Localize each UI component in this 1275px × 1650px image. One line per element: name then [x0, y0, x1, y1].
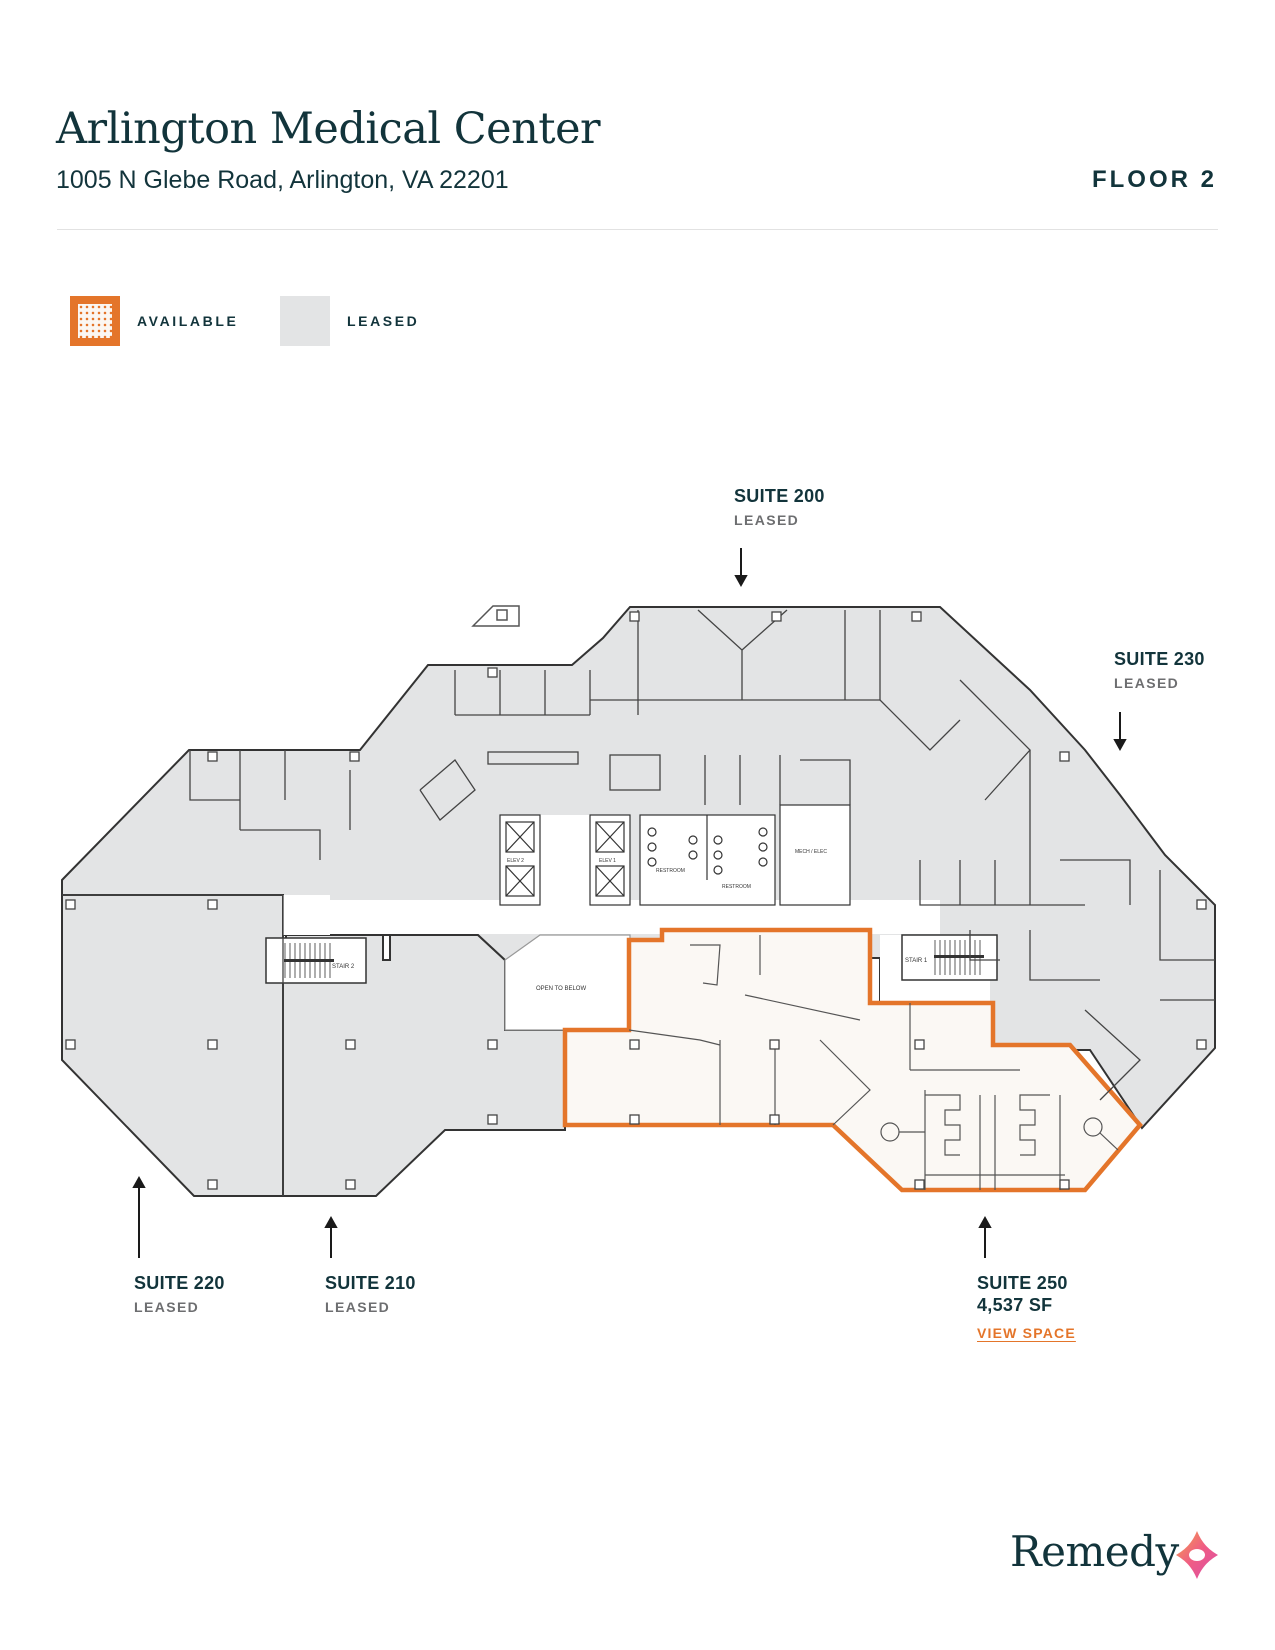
- stair-2: STAIR 2: [265, 937, 367, 984]
- open-to-below: [504, 934, 631, 1031]
- stair-1: STAIR 1: [901, 934, 998, 981]
- suite-220-area[interactable]: [61, 894, 284, 1197]
- page-title: Arlington Medical Center: [56, 104, 601, 154]
- suite-230-status: LEASED: [1114, 675, 1180, 691]
- elev-2-label: ELEV 2: [507, 858, 524, 864]
- view-space-link[interactable]: VIEW SPACE: [977, 1325, 1076, 1341]
- suite-210-status: LEASED: [325, 1299, 391, 1315]
- mech-label: MECH / ELEC: [795, 849, 827, 855]
- suite-200-name[interactable]: SUITE 200: [734, 486, 825, 506]
- suite-250-area[interactable]: [562, 927, 1143, 1193]
- suite-200-status: LEASED: [734, 512, 800, 528]
- building-address: 1005 N Glebe Road, Arlington, VA 22201: [56, 166, 509, 194]
- mech-elec-room: MECH / ELEC: [779, 804, 851, 906]
- stair-2-label: STAIR 2: [332, 964, 355, 970]
- suite-arrows: [132, 548, 1127, 1258]
- elevator-1: ELEV 1: [589, 814, 631, 906]
- suite-250-area-label: 4,537 SF: [977, 1295, 1053, 1315]
- stair-1-label: STAIR 1: [905, 958, 928, 964]
- restroom-a-label: RESTROOM: [656, 868, 685, 874]
- restrooms: RESTROOM RESTROOM: [639, 814, 776, 906]
- open-below-label: OPEN TO BELOW: [536, 986, 586, 992]
- suite-220-status: LEASED: [134, 1299, 200, 1315]
- detached-structure: [471, 605, 520, 627]
- suite-230-name[interactable]: SUITE 230: [1114, 649, 1205, 669]
- legend-leased-label: LEASED: [347, 313, 420, 329]
- legend-available-label: AVAILABLE: [137, 313, 239, 329]
- elevator-2: ELEV 2: [499, 814, 541, 906]
- interior-walls: [62, 609, 1215, 1196]
- suite-220-name[interactable]: SUITE 220: [134, 1273, 225, 1293]
- remedy-logo-icon: [1176, 1531, 1218, 1579]
- remedy-logo-text: Remedy: [1010, 1527, 1179, 1576]
- elevator-lobby: [540, 815, 590, 905]
- legend-available-swatch: [70, 296, 120, 346]
- legend-leased-swatch: [280, 296, 330, 346]
- restroom-b-label: RESTROOM: [722, 884, 751, 890]
- elev-1-label: ELEV 1: [599, 858, 616, 864]
- suite-250-name[interactable]: SUITE 250: [977, 1273, 1068, 1293]
- header-divider: [57, 229, 1218, 230]
- floor-label: FLOOR 2: [1091, 166, 1217, 193]
- suite-250-walls: [628, 935, 1119, 1190]
- columns: [65, 611, 1207, 1190]
- suite-210-name[interactable]: SUITE 210: [325, 1273, 416, 1293]
